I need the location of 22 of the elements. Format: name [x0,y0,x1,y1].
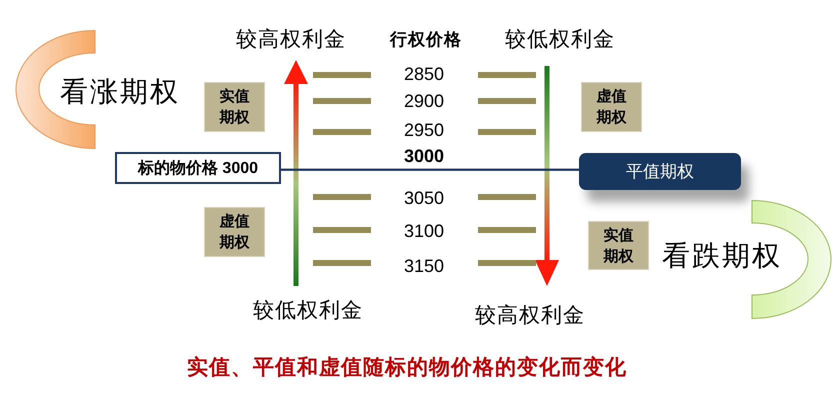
premium-label: 较低权利金 [505,27,615,52]
strike-price: 2850 [404,64,444,85]
connector-line [281,168,579,171]
strike-price: 3000 [404,146,444,167]
strike-price: 3100 [404,221,444,242]
strike-price: 3050 [404,188,444,209]
moneyness-box: 虚值期权 [581,82,642,132]
at-the-money-box: 平值期权 [579,153,741,190]
underlying-price-box: 标的物价格 3000 [115,152,281,184]
premium-label: 较高权利金 [236,27,346,52]
premium-label: 较高权利金 [475,303,585,328]
moneyness-box: 虚值期权 [204,207,265,257]
column-heading: 行权价格 [390,31,462,51]
option-type-label: 看跌期权 [662,240,782,272]
caption: 实值、平值和虚值随标的物价格的变化而变化 [187,355,627,380]
moneyness-box: 实值期权 [204,82,265,132]
moneyness-box: 实值期权 [588,221,649,270]
strike-price: 3150 [404,256,444,277]
option-type-label: 看涨期权 [60,76,180,108]
strike-price: 2900 [404,91,444,112]
strike-price: 2950 [404,120,444,141]
premium-label: 较低权利金 [253,298,363,322]
